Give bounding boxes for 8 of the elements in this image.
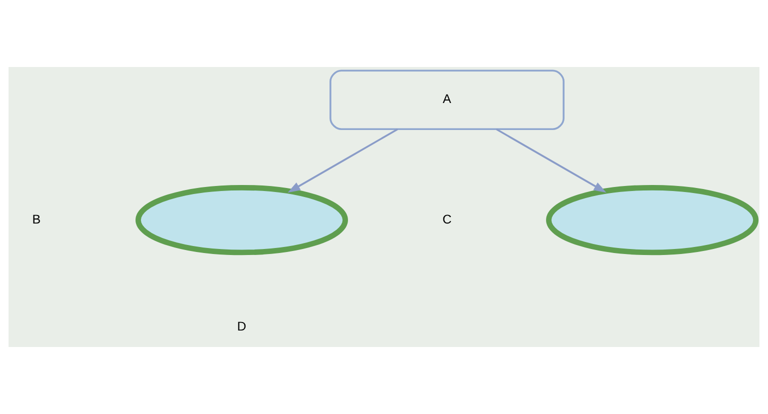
label: C [442, 212, 452, 226]
arrow [496, 128, 606, 193]
arrow [288, 128, 398, 193]
label: B [32, 212, 41, 226]
node-circle [136, 184, 348, 256]
node-box: A [330, 70, 565, 130]
node-circle [546, 184, 759, 256]
label: D [237, 320, 246, 334]
